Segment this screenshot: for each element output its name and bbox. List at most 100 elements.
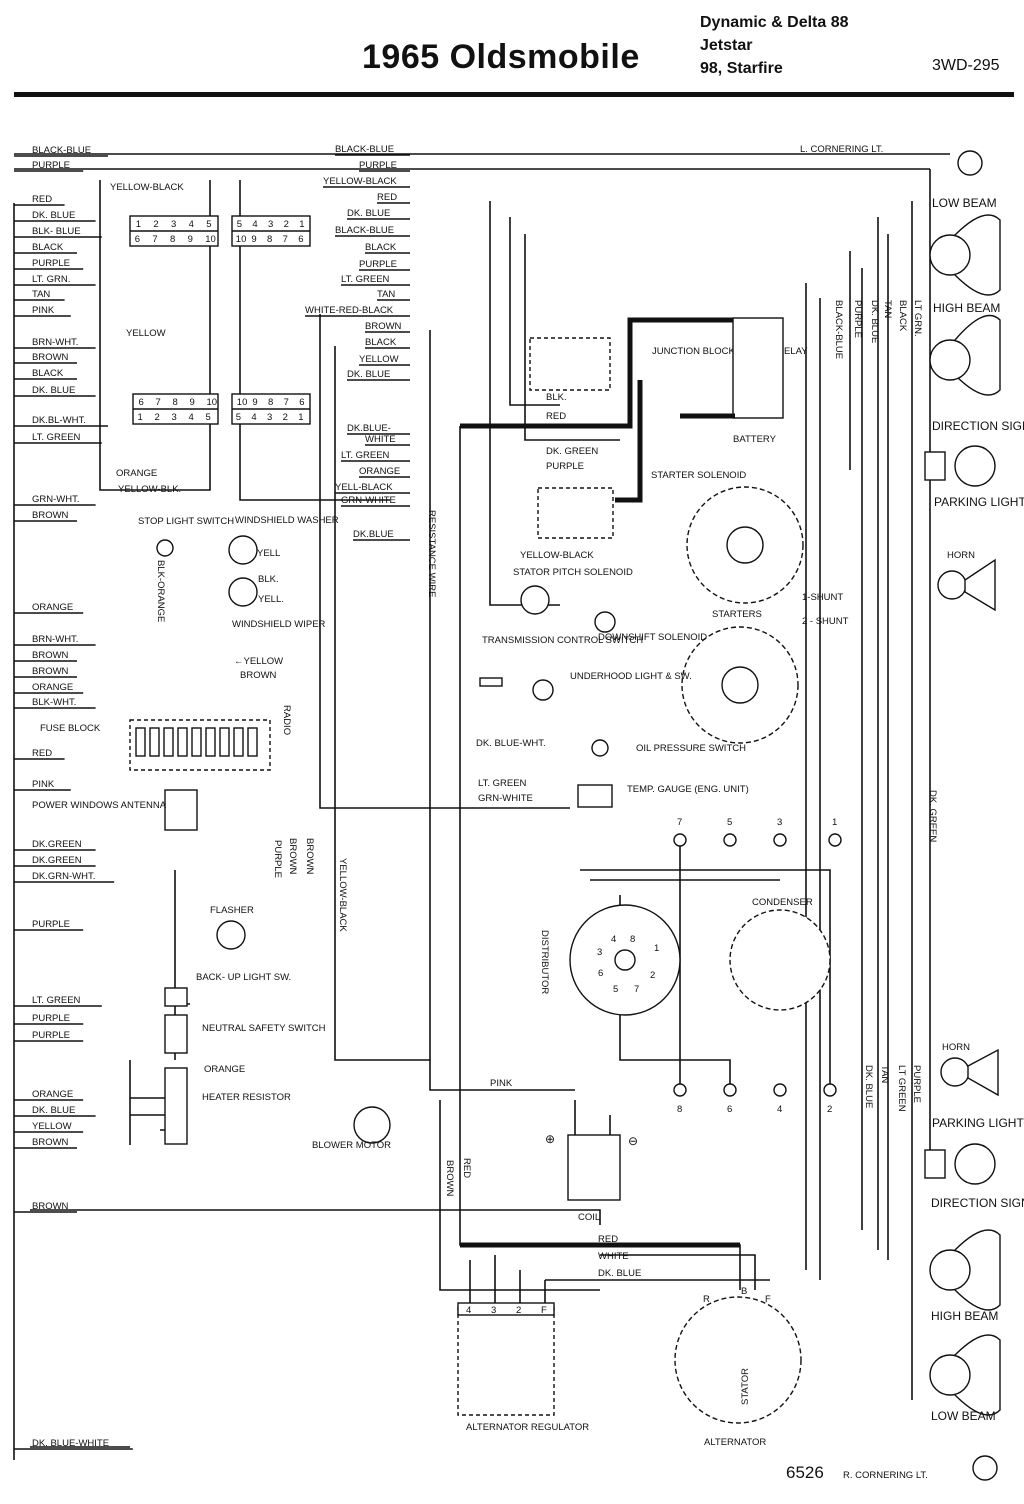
left-wire-label: BROWN [32,352,69,363]
junction-block: JUNCTION BLOCK & HORN RELAY BLK. RED DK.… [529,337,808,472]
svg-text:DIRECTION SIGNAL: DIRECTION SIGNAL [931,1196,1024,1210]
regulator-terminal: 3 [491,1305,496,1316]
wire-label: DK. GREEN [927,790,938,842]
left-wire-label: PURPLE [32,160,70,171]
svg-text:TRANSMISSION CONTROL SWITCH: TRANSMISSION CONTROL SWITCH [482,635,643,646]
left-wire-label: ORANGE [32,602,73,613]
lamp-high-beam: HIGH BEAM [929,301,1001,396]
battery: BATTERY [680,317,784,445]
distributor-cap-number: 4 [611,934,616,945]
starter-solenoid: STARTER SOLENOID YELLOW-BLACK STATOR PIT… [513,470,746,578]
distributor-cap-number: 6 [598,968,603,979]
svg-text:HIGH BEAM: HIGH BEAM [931,1309,998,1323]
connector-pin: 1 [138,412,143,423]
connector-pin: 4 [252,219,257,230]
svg-text:ALTERNATOR REGULATOR: ALTERNATOR REGULATOR [466,1422,589,1433]
svg-text:⊖: ⊖ [628,1134,638,1148]
connector-pin: 3 [171,219,176,230]
connector-pin: 2 [283,412,288,423]
left-wire-label: BROWN [32,510,69,521]
svg-text:UNDERHOOD LIGHT & SW.: UNDERHOOD LIGHT & SW. [570,671,692,682]
regulator-terminal: F [541,1305,547,1316]
svg-text:R. CORNERING LT.: R. CORNERING LT. [843,1470,928,1481]
alternator-terminal: F [765,1294,771,1305]
svg-text:BLK.: BLK. [258,574,279,585]
mid-wire-label: YELLOW-BLACK [323,176,397,187]
distributor: DISTRIBUTOR [539,904,681,1016]
connector-pin: 10 [205,234,216,245]
left-wire-label: BLK- BLUE [32,226,81,237]
alternator-terminal: B [741,1286,747,1297]
alternator-terminal: R [703,1294,710,1305]
svg-text:BACK- UP LIGHT SW.: BACK- UP LIGHT SW. [196,972,291,983]
connector-pin: 1 [298,412,303,423]
wire-label: YELLOW [126,328,166,339]
wire-label: YELLOW-BLK. [118,484,181,495]
left-wire-label: PINK [32,779,55,790]
mid-wire-label: WHITE [365,434,396,445]
svg-text:←YELLOW: ←YELLOW [234,656,283,667]
mid-wire-label: RED [377,192,397,203]
distributor-cap-number: 5 [613,984,618,995]
bus-wire-label: PURPLE [911,1065,922,1103]
fuse [219,727,230,757]
svg-text:DISTRIBUTOR: DISTRIBUTOR [539,930,550,994]
wire-label: BROWN [444,1160,455,1197]
distributor-terminal [823,1083,837,1097]
fuse-block: FUSE BLOCK RADIO [40,705,292,771]
wire-label: BROWN [304,838,315,875]
distributor-cap-number: 3 [597,947,602,958]
harness-lines [13,153,950,1460]
svg-text:RED: RED [546,411,566,422]
connector-pin: 7 [284,397,289,408]
svg-text:DK. BLUE: DK. BLUE [598,1268,641,1279]
svg-text:ALTERNATOR: ALTERNATOR [704,1437,766,1448]
mid-wire-label: LT. GREEN [341,450,390,461]
neutral-safety-switch: NEUTRAL SAFETY SWITCH ORANGE [164,1014,326,1075]
connector-pin: 1 [299,219,304,230]
distributor-terminal [828,833,842,847]
svg-text:HORN: HORN [942,1042,970,1053]
fuse [163,727,174,757]
left-wire-label: BROWN [32,1137,69,1148]
left-wire-label: DK.GRN-WHT. [32,871,95,882]
underhood-light: UNDERHOOD LIGHT & SW. [479,671,692,701]
temp-gauge: LT. GREEN GRN-WHITE TEMP. GAUGE (ENG. UN… [478,778,749,808]
mid-wire-label: ORANGE [359,466,400,477]
lamp-cornering-left: L. CORNERING LT. [800,144,983,176]
connector-pin: 3 [268,219,273,230]
lamp-high-beam-right: HIGH BEAM [929,1229,1001,1323]
left-wire-label: TAN [32,289,50,300]
header-rule [14,92,1014,97]
left-wire-label: PURPLE [32,1030,70,1041]
distributor-cap-number: 8 [630,934,635,945]
distributor-terminal-label: 5 [727,817,732,828]
svg-text:HIGH BEAM: HIGH BEAM [933,301,1000,315]
mid-wire-label: YELLOW [359,354,399,365]
svg-text:YELL.: YELL. [258,594,284,605]
svg-text:PARKING LIGHT: PARKING LIGHT [934,495,1024,509]
heater-resistor: HEATER RESISTOR [164,1067,291,1145]
distributor-cap-number: 7 [634,984,639,995]
distributor-terminal [773,833,787,847]
svg-text:YELLOW-BLACK: YELLOW-BLACK [520,550,594,561]
left-wire-label: PINK [32,305,55,316]
connector-pin: 4 [251,412,256,423]
connector-pin: 5 [236,412,241,423]
connector-pin: 6 [299,397,304,408]
connector-pin: 6 [298,234,303,245]
fuse [247,727,258,757]
connector-pin: 7 [152,234,157,245]
distributor-cap-number: 2 [650,970,655,981]
mid-wire-label: BLACK [365,242,397,253]
svg-text:LOW BEAM: LOW BEAM [931,1409,996,1423]
horn-top: HORN [937,550,996,612]
connector-pin: 4 [189,219,194,230]
fuse [149,727,160,757]
